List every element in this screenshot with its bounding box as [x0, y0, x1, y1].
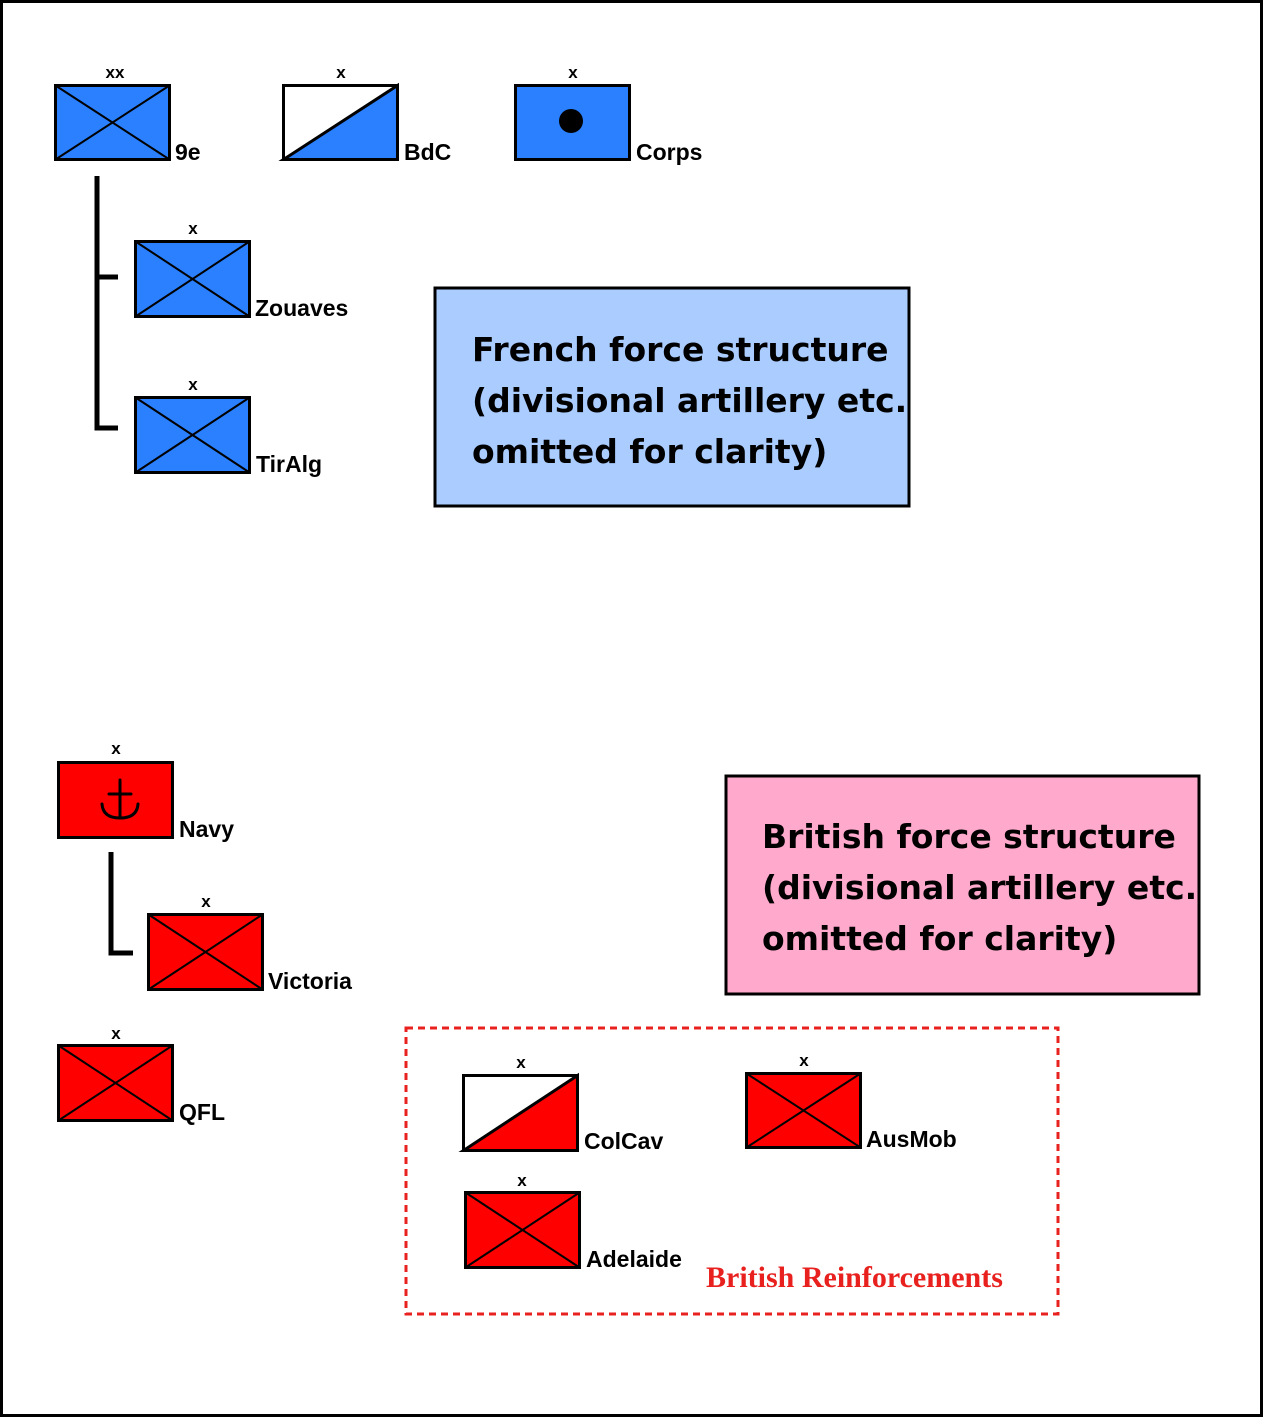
unit-adelaide-echelon: x [517, 1171, 527, 1190]
force-structure-diagram: xx 9e x BdC x Corps x Zouaves x TirAlg F… [54, 63, 1201, 1316]
french-note-line-3: omitted for clarity) [472, 432, 827, 471]
french-note: French force structure (divisional artil… [433, 286, 911, 508]
unit-tiralg-echelon: x [188, 375, 198, 394]
unit-navy-echelon: x [111, 739, 121, 758]
unit-zouaves-label: Zouaves [255, 295, 348, 321]
unit-colcav: x ColCav [458, 1053, 663, 1154]
british-note-line-2: (divisional artillery etc. [762, 868, 1197, 907]
unit-qfl: x QFL [57, 1024, 225, 1125]
unit-navy-label: Navy [179, 816, 234, 842]
infantry-cross-icon [464, 1191, 581, 1269]
reinforcements-border [404, 1026, 1060, 1316]
british-note-line-3: omitted for clarity) [762, 919, 1117, 958]
unit-colcav-label: ColCav [584, 1128, 663, 1154]
infantry-cross-icon [745, 1072, 862, 1149]
unit-bdc-label: BdC [404, 139, 451, 165]
unit-ausmob-label: AusMob [866, 1126, 957, 1152]
unit-victoria-echelon: x [201, 892, 211, 911]
headquarters-dot-icon [559, 109, 583, 133]
infantry-cross-icon [54, 84, 171, 161]
british-note-line-1: British force structure [762, 817, 1176, 856]
unit-adelaide-label: Adelaide [586, 1246, 682, 1272]
french-hierarchy-connector [94, 176, 118, 431]
infantry-cross-icon [57, 1044, 174, 1122]
cavalry-diagonal-icon [278, 82, 399, 161]
unit-zouaves: x Zouaves [134, 219, 348, 321]
unit-navy: x Navy [57, 739, 234, 842]
infantry-cross-icon [134, 396, 251, 474]
unit-9e-echelon: xx [106, 63, 125, 82]
french-note-line-2: (divisional artillery etc. [472, 381, 907, 420]
infantry-cross-icon [147, 913, 264, 991]
unit-tiralg: x TirAlg [134, 375, 322, 477]
unit-colcav-echelon: x [516, 1053, 526, 1072]
cavalry-diagonal-icon [458, 1072, 579, 1152]
unit-adelaide: x Adelaide [464, 1171, 682, 1272]
unit-corps-echelon: x [568, 63, 578, 82]
unit-corps: x Corps [514, 63, 702, 165]
unit-navy-symbol [57, 761, 174, 839]
unit-9e: xx 9e [54, 63, 201, 165]
reinforcements-title: British Reinforcements [706, 1261, 1003, 1294]
anchor-icon [100, 778, 140, 820]
infantry-cross-icon [134, 240, 251, 318]
british-hierarchy-connector [108, 852, 133, 956]
unit-bdc: x BdC [278, 63, 451, 165]
unit-qfl-label: QFL [179, 1099, 225, 1125]
british-note: British force structure (divisional arti… [724, 774, 1201, 996]
unit-victoria: x Victoria [147, 892, 352, 994]
unit-tiralg-label: TirAlg [256, 451, 322, 477]
unit-bdc-echelon: x [336, 63, 346, 82]
british-reinforcements-group: x ColCav x AusMob x Adelaide British Rei… [404, 1026, 1060, 1316]
british-note-box [724, 774, 1201, 996]
unit-corps-label: Corps [636, 139, 702, 165]
unit-qfl-echelon: x [111, 1024, 121, 1043]
french-note-line-1: French force structure [472, 330, 889, 369]
french-note-box [433, 286, 911, 508]
unit-9e-label: 9e [175, 139, 201, 165]
unit-ausmob-echelon: x [799, 1051, 809, 1070]
unit-zouaves-echelon: x [188, 219, 198, 238]
unit-victoria-label: Victoria [268, 968, 352, 994]
unit-ausmob: x AusMob [745, 1051, 957, 1152]
